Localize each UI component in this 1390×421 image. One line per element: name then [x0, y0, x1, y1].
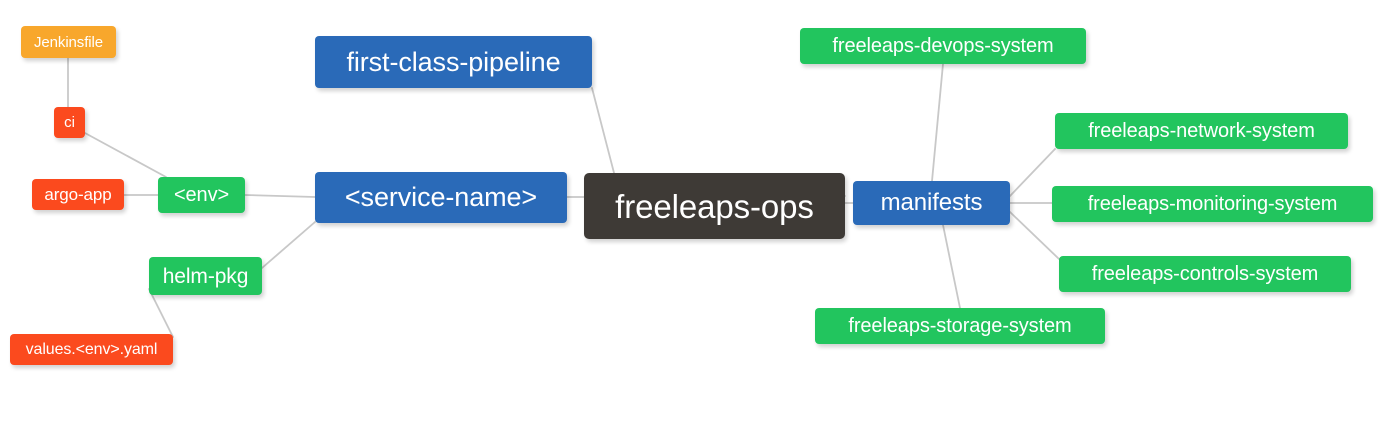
- node-env[interactable]: <env>: [158, 177, 245, 213]
- node-root[interactable]: freeleaps-ops: [584, 173, 845, 239]
- node-manifests[interactable]: manifests: [853, 181, 1010, 225]
- node-pipeline[interactable]: first-class-pipeline: [315, 36, 592, 88]
- node-network[interactable]: freeleaps-network-system: [1055, 113, 1348, 149]
- edge-helm-values: [148, 288, 174, 338]
- node-service[interactable]: <service-name>: [315, 172, 567, 223]
- edge-manifests-network: [1009, 148, 1056, 197]
- edge-env-ci: [84, 132, 167, 178]
- edge-manifests-storage: [942, 224, 961, 309]
- edge-service-env: [244, 194, 316, 198]
- node-controls[interactable]: freeleaps-controls-system: [1059, 256, 1351, 292]
- node-storage[interactable]: freeleaps-storage-system: [815, 308, 1105, 344]
- node-jenkinsfile[interactable]: Jenkinsfile: [21, 26, 116, 58]
- node-monitoring[interactable]: freeleaps-monitoring-system: [1052, 186, 1373, 222]
- edge-service-helm: [261, 221, 316, 269]
- node-devops[interactable]: freeleaps-devops-system: [800, 28, 1086, 64]
- node-values[interactable]: values.<env>.yaml: [10, 334, 173, 365]
- node-argo[interactable]: argo-app: [32, 179, 124, 210]
- node-helm[interactable]: helm-pkg: [149, 257, 262, 295]
- edge-manifests-devops: [931, 63, 944, 182]
- node-ci[interactable]: ci: [54, 107, 85, 138]
